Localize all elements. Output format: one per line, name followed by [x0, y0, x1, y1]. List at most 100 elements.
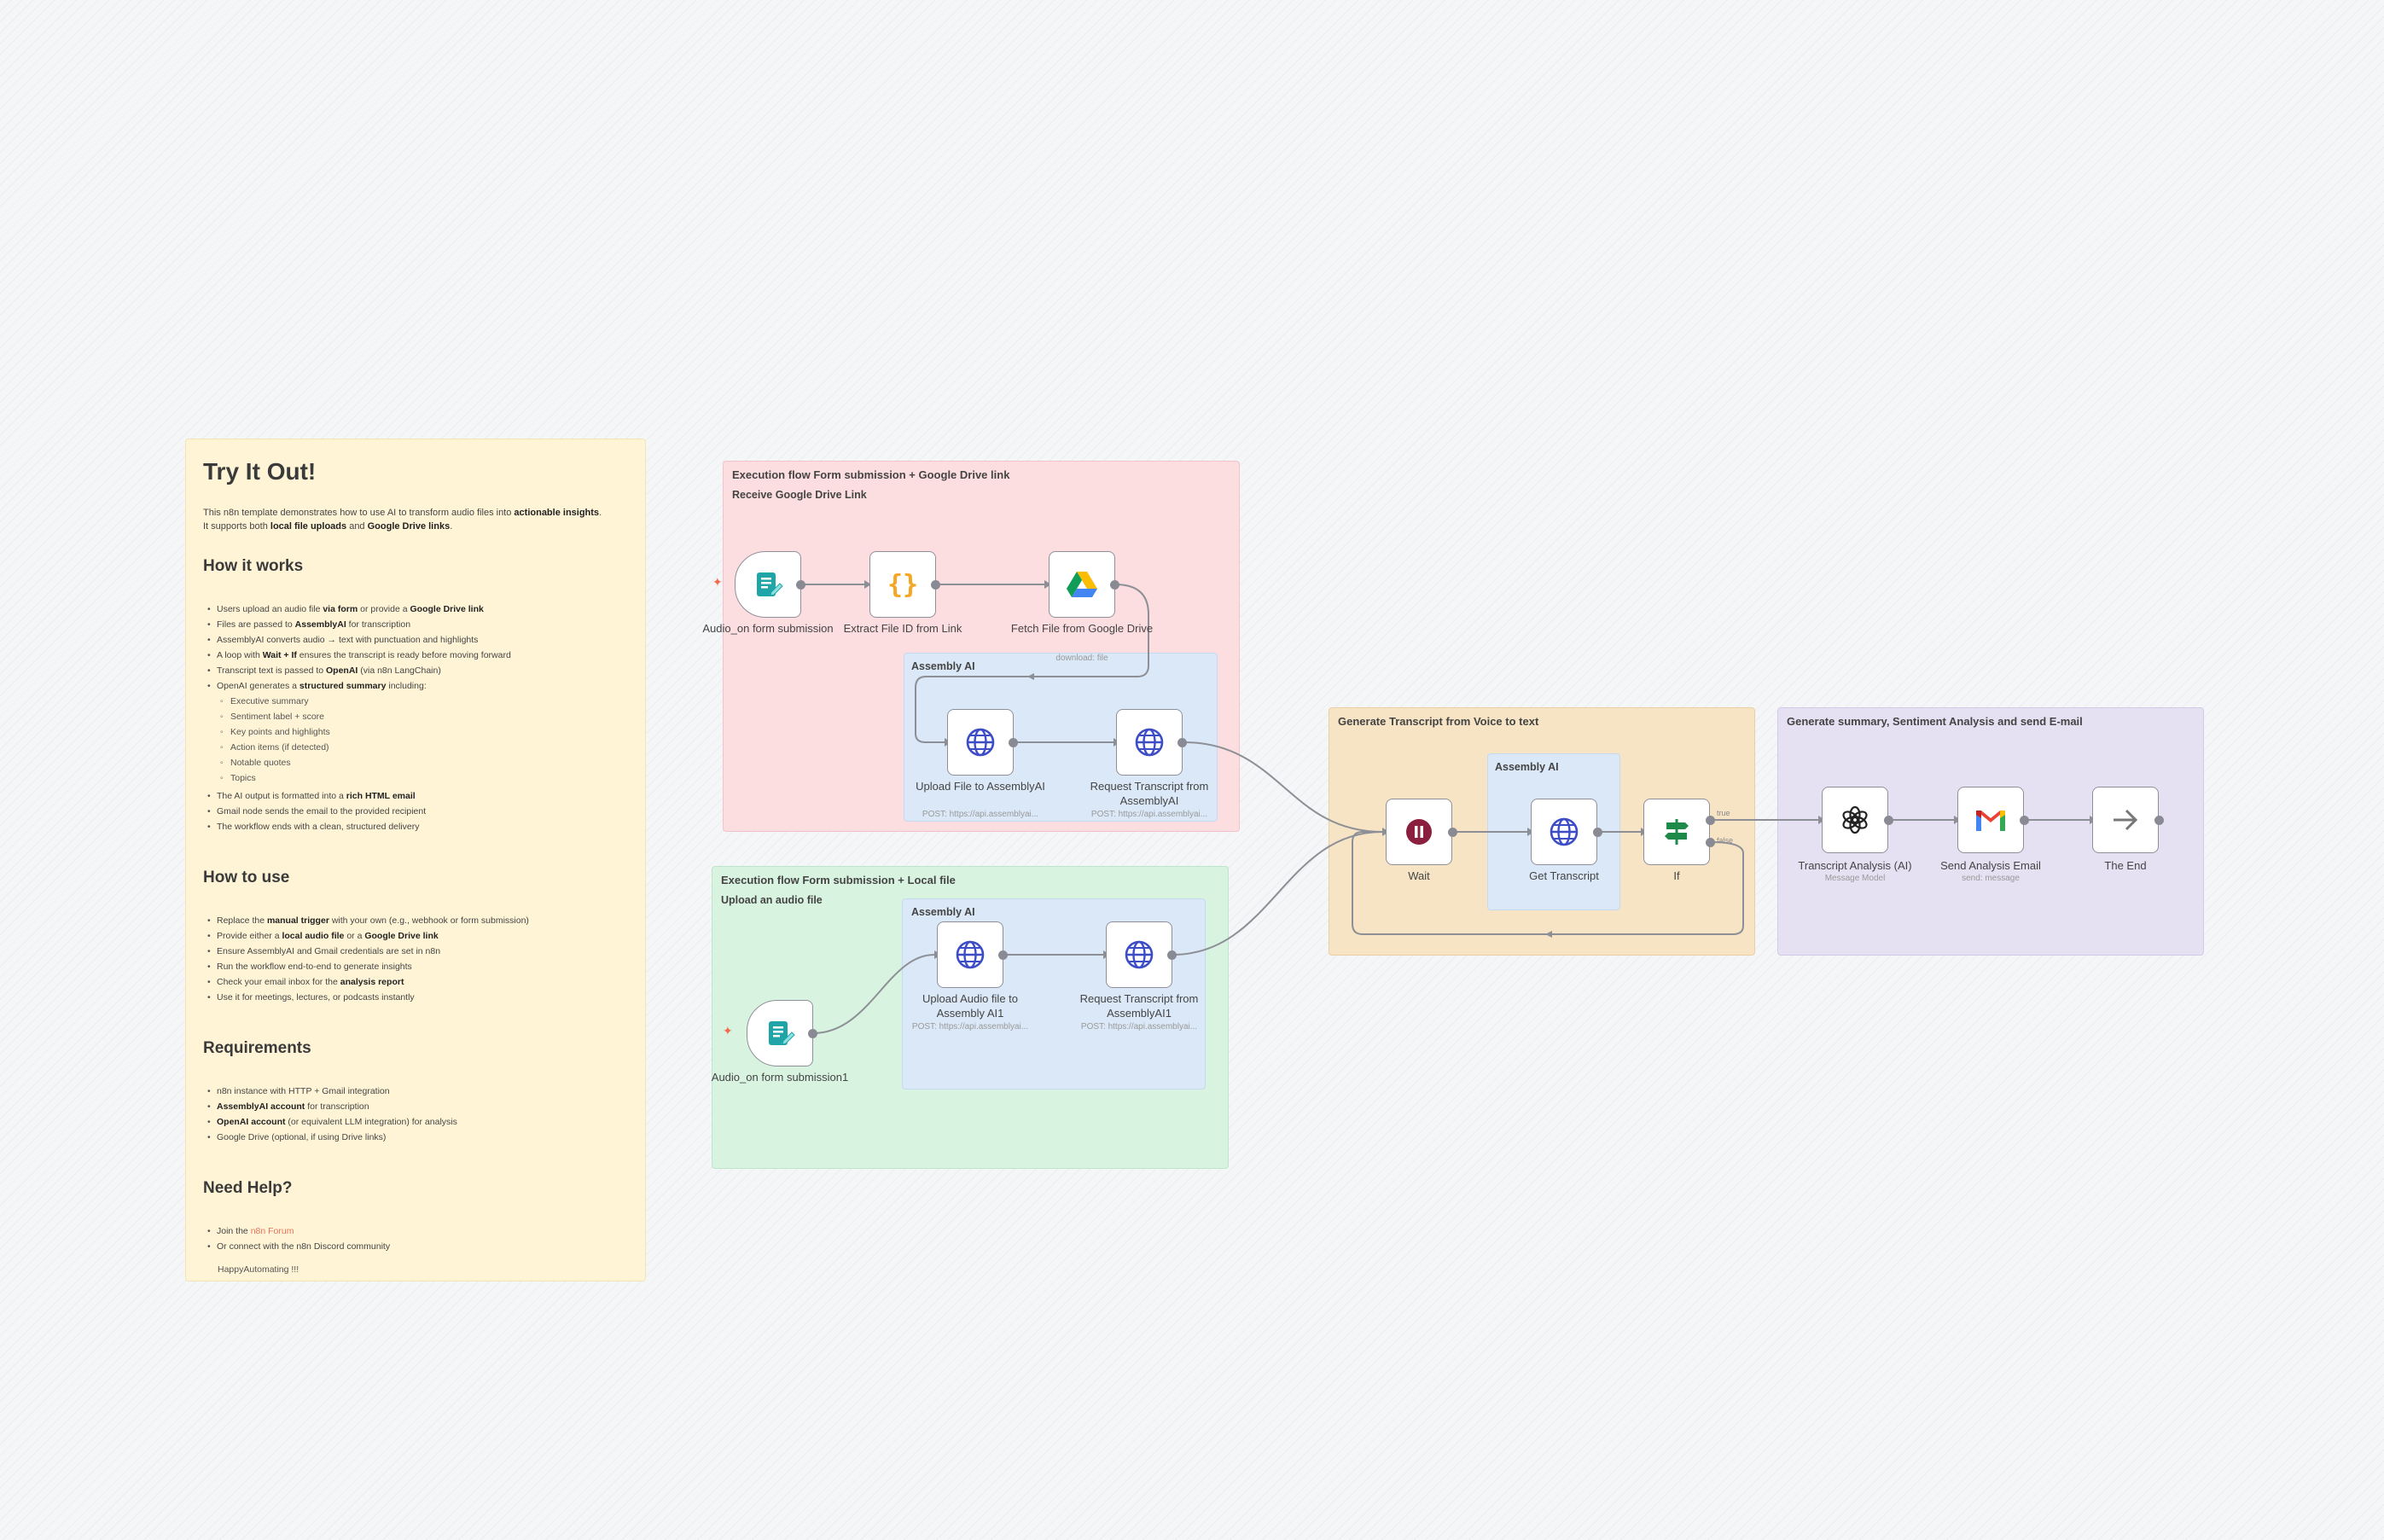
- help-list: Join the n8n Forum Or connect with the n…: [195, 1223, 637, 1254]
- node-label: Audio_on form submission1: [711, 1071, 849, 1084]
- signpost-icon: [1665, 819, 1689, 845]
- node-subtitle: POST: https://api.assemblyai...: [922, 810, 1039, 819]
- list-item: Join the n8n Forum: [207, 1223, 637, 1239]
- requirements-heading: Requirements: [203, 1039, 311, 1057]
- node-label: Get Transcript: [1529, 869, 1599, 882]
- list-item: AssemblyAI account for transcription: [207, 1099, 637, 1114]
- signoff: HappyAutomating !!!: [218, 1264, 299, 1275]
- node-label: The End: [2104, 859, 2147, 872]
- list-item: OpenAI account (or equivalent LLM integr…: [207, 1114, 637, 1130]
- output-port[interactable]: [1177, 738, 1187, 747]
- arrowhead: [864, 580, 871, 589]
- connection-line: [1352, 831, 1744, 935]
- globe-icon: [956, 940, 985, 969]
- node-audio-form-submission1[interactable]: [747, 1000, 813, 1066]
- need-help-heading: Need Help?: [203, 1179, 293, 1197]
- globe-icon: [1550, 817, 1579, 846]
- list-item: Users upload an audio file via form or p…: [207, 601, 637, 617]
- output-port[interactable]: [1167, 950, 1177, 960]
- list-item: Transcript text is passed to OpenAI (via…: [207, 663, 637, 678]
- node-upload-audio-file[interactable]: [937, 921, 1003, 988]
- node-if[interactable]: [1643, 799, 1710, 865]
- group-summary-title: Generate summary, Sentiment Analysis and…: [1787, 715, 2083, 728]
- list-subitem: Sentiment label + score: [217, 709, 637, 724]
- list-subitem: Action items (if detected): [217, 740, 637, 755]
- list-item: Ensure AssemblyAI and Gmail credentials …: [207, 944, 637, 959]
- node-label: Request Transcript from AssemblyAI1: [1079, 992, 1199, 1020]
- note-title: Try It Out!: [203, 458, 317, 485]
- globe-icon: [1125, 940, 1154, 969]
- how-it-works-list: Users upload an audio file via form or p…: [195, 601, 637, 834]
- output-port[interactable]: [2020, 816, 2029, 825]
- node-label: Request Transcript from AssemblyAI: [1090, 780, 1209, 807]
- output-port-true[interactable]: [1706, 816, 1715, 825]
- node-send-analysis-email[interactable]: [1957, 787, 2024, 853]
- output-port[interactable]: [2154, 816, 2164, 825]
- node-label: Transcript Analysis (AI): [1798, 859, 1912, 872]
- list-item: Replace the manual trigger with your own…: [207, 913, 637, 928]
- list-item: Provide either a local audio file or a G…: [207, 928, 637, 944]
- output-port[interactable]: [1110, 580, 1119, 590]
- sticky-note[interactable]: Try It Out! This n8n template demonstrat…: [185, 439, 646, 1281]
- group-drive-title: Execution flow Form submission + Google …: [732, 468, 1010, 481]
- note-intro-2: It supports both local file uploads and …: [203, 521, 453, 532]
- list-item: n8n instance with HTTP + Gmail integrati…: [207, 1084, 637, 1099]
- connection-line: [1172, 831, 1383, 956]
- node-subtitle: POST: https://api.assemblyai...: [1080, 1022, 1198, 1032]
- node-label: Send Analysis Email: [1940, 859, 2041, 872]
- list-item: Use it for meetings, lectures, or podcas…: [207, 990, 637, 1005]
- how-it-works-heading: How it works: [203, 557, 304, 575]
- pause-icon: [1406, 819, 1432, 845]
- branch-false-label: false: [1717, 836, 1734, 845]
- list-item: Check your email inbox for the analysis …: [207, 974, 637, 990]
- branch-true-label: true: [1717, 809, 1730, 817]
- node-request-transcript1[interactable]: [1106, 921, 1172, 988]
- output-port[interactable]: [808, 1029, 817, 1038]
- note-intro-1: This n8n template demonstrates how to us…: [203, 508, 602, 518]
- how-to-use-list: Replace the manual trigger with your own…: [195, 913, 637, 1005]
- node-extract-file-id[interactable]: {}: [869, 551, 936, 618]
- output-port[interactable]: [796, 580, 805, 590]
- forum-link[interactable]: n8n Forum: [250, 1226, 294, 1236]
- output-port[interactable]: [1884, 816, 1893, 825]
- openai-icon: [1842, 805, 1868, 834]
- globe-icon: [1135, 728, 1164, 757]
- output-port[interactable]: [1593, 828, 1602, 837]
- node-wait[interactable]: [1386, 799, 1452, 865]
- node-the-end[interactable]: [2092, 787, 2159, 853]
- list-subitem: Topics: [217, 770, 637, 786]
- trigger-bolt-icon: ✦: [723, 1024, 733, 1037]
- output-port-false[interactable]: [1706, 838, 1715, 847]
- arrow-right-icon: [2114, 809, 2138, 831]
- globe-icon: [966, 728, 995, 757]
- node-request-transcript[interactable]: [1116, 709, 1183, 776]
- how-to-use-heading: How to use: [203, 869, 290, 886]
- node-transcript-analysis[interactable]: [1822, 787, 1888, 853]
- output-port[interactable]: [1009, 738, 1018, 747]
- node-label: Upload Audio file to Assembly AI1: [922, 992, 1019, 1020]
- list-subitem: Notable quotes: [217, 755, 637, 770]
- gmail-icon: [1976, 811, 2005, 831]
- list-item: Files are passed to AssemblyAI for trans…: [207, 617, 637, 632]
- node-label: Wait: [1408, 869, 1430, 882]
- connection-line: [812, 954, 935, 1034]
- subgroup-assembly-title: Assembly AI: [1495, 761, 1559, 773]
- node-audio-form-submission[interactable]: [735, 551, 801, 618]
- arrowhead: [1545, 931, 1552, 938]
- output-port[interactable]: [998, 950, 1008, 960]
- node-get-transcript[interactable]: [1531, 799, 1597, 865]
- list-item: The workflow ends with a clean, structur…: [207, 819, 637, 834]
- list-item: Gmail node sends the email to the provid…: [207, 804, 637, 819]
- node-upload-file-assemblyai[interactable]: [947, 709, 1014, 776]
- list-item: Or connect with the n8n Discord communit…: [207, 1239, 637, 1254]
- output-port[interactable]: [931, 580, 940, 590]
- node-label: If: [1673, 869, 1680, 882]
- node-label: Extract File ID from Link: [843, 622, 962, 635]
- requirements-list: n8n instance with HTTP + Gmail integrati…: [195, 1084, 637, 1145]
- google-drive-icon: [1067, 572, 1097, 597]
- node-subtitle: send: message: [1962, 874, 2020, 883]
- output-port[interactable]: [1448, 828, 1457, 837]
- connection-line: [1183, 741, 1383, 833]
- node-fetch-google-drive[interactable]: [1049, 551, 1115, 618]
